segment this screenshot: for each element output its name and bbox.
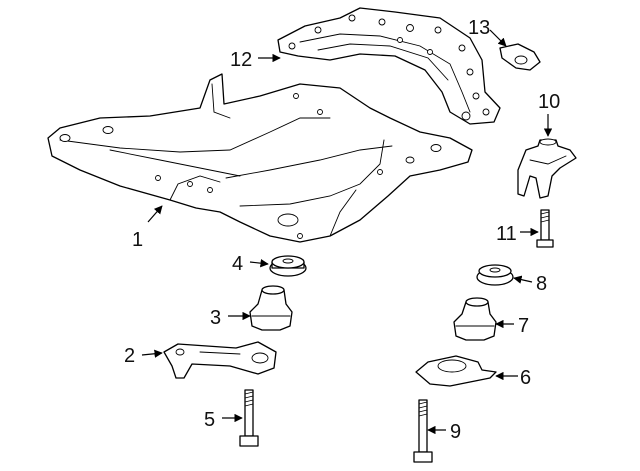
callout-10: 10	[538, 91, 560, 113]
callout-4: 4	[232, 253, 243, 275]
subframe-part[interactable]	[47, 73, 473, 243]
callout-1: 1	[132, 229, 143, 251]
plate-part[interactable]	[415, 355, 497, 387]
callout-3: 3	[210, 307, 221, 329]
bolt-11-part[interactable]	[536, 209, 554, 248]
callout-12: 12	[230, 49, 252, 71]
callout-labels: 1 2 3 4 5 6 7 8 9 10 11 12 13	[124, 17, 560, 443]
upper-frame-part[interactable]	[277, 7, 501, 125]
bolt-5-part[interactable]	[239, 389, 259, 447]
bracket-part[interactable]	[499, 43, 541, 71]
callout-2: 2	[124, 345, 135, 367]
callout-8: 8	[536, 273, 547, 295]
callout-13: 13	[468, 17, 490, 39]
mount-3-part[interactable]	[249, 285, 293, 331]
leader-lines	[141, 29, 553, 435]
bolt-9-part[interactable]	[413, 399, 433, 463]
cushion-8-part[interactable]	[476, 264, 514, 286]
callout-5: 5	[204, 409, 215, 431]
callout-9: 9	[450, 421, 461, 443]
arm-part[interactable]	[163, 341, 277, 379]
mount-bracket-part[interactable]	[517, 138, 577, 199]
cushion-4-part[interactable]	[269, 255, 307, 277]
callout-6: 6	[520, 367, 531, 389]
mount-7-part[interactable]	[453, 297, 497, 341]
callout-11: 11	[496, 223, 517, 245]
callout-7: 7	[518, 315, 529, 337]
